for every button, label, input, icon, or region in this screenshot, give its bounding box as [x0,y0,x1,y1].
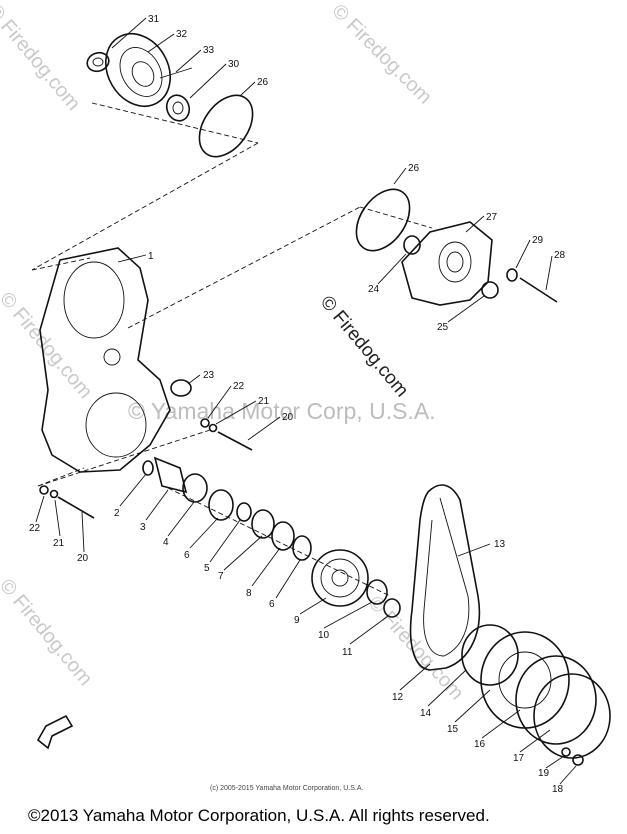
callout-4: 4 [163,537,169,548]
callout-33: 33 [203,45,215,56]
callout-1: 1 [148,251,154,262]
callout-20-upper: 20 [282,412,294,423]
callout-32: 32 [176,29,188,40]
callout-6-a: 6 [184,550,190,561]
callout-27: 27 [486,212,498,223]
callout-labels: 31 32 33 30 26 26 27 29 28 24 25 1 23 22… [29,14,566,795]
callout-24: 24 [368,284,380,295]
callout-10: 10 [318,630,330,641]
callout-26-right: 26 [408,163,420,174]
callout-16: 16 [474,739,486,750]
callout-30: 30 [228,59,240,70]
callout-15: 15 [447,724,459,735]
callout-3: 3 [140,522,146,533]
callout-23: 23 [203,370,215,381]
crankcase-cover [39,247,192,473]
watermark-yamaha: © Yamaha Motor Corp, U.S.A. [128,398,436,424]
callout-17: 17 [513,753,525,764]
callout-28: 28 [554,250,566,261]
callout-8: 8 [246,588,252,599]
front-arrow-icon [36,714,74,750]
callout-26-top: 26 [257,77,269,88]
inner-copyright-text: (c) 2005-2015 Yamaha Motor Corporation, … [210,785,364,792]
callout-7: 7 [218,571,224,582]
dashed-leaders [31,102,433,597]
callout-19: 19 [538,768,550,779]
callout-22-upper: 22 [233,381,245,392]
drum-assembly [461,624,611,766]
drive-chain [409,484,481,671]
callout-9: 9 [294,615,300,626]
callout-22-lower: 22 [29,523,41,534]
callout-31: 31 [148,14,160,25]
callout-5: 5 [204,563,210,574]
callout-6-b: 6 [269,599,275,610]
callout-14: 14 [420,708,432,719]
bolts-washers [39,418,253,519]
callout-25: 25 [437,322,449,333]
callout-18: 18 [552,784,564,795]
callout-leaders [35,17,577,785]
callout-11: 11 [342,647,353,658]
footer-copyright: ©2013 Yamaha Motor Corporation, U.S.A. A… [28,806,490,825]
callout-21-lower: 21 [53,538,65,549]
callout-21-upper: 21 [258,396,270,407]
callout-2: 2 [114,508,120,519]
callout-29: 29 [532,235,544,246]
callout-12: 12 [392,692,404,703]
callout-13: 13 [494,539,506,550]
shaft-stack [142,456,401,618]
end-cover-assembly [86,33,254,158]
callout-20-lower: 20 [77,553,89,564]
pump-cover-assembly [355,188,558,306]
